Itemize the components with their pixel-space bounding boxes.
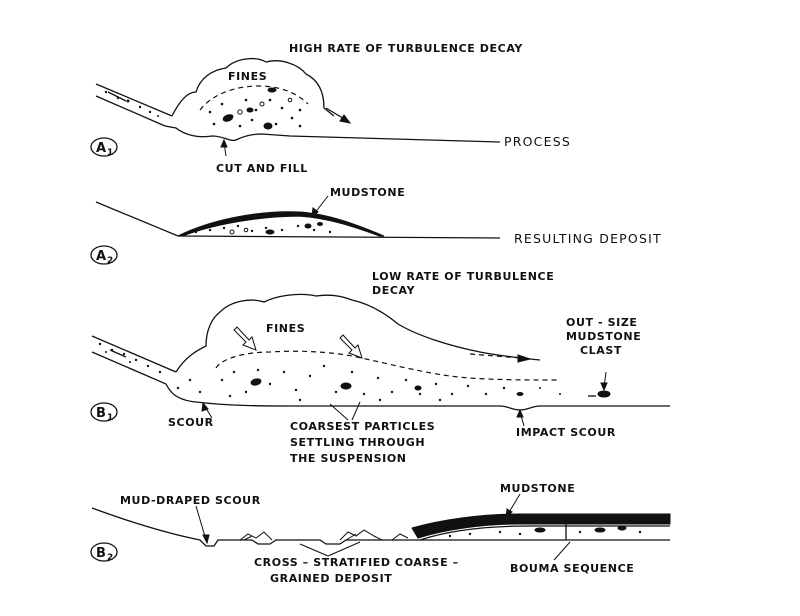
label-cross-1: CROSS – STRATIFIED COARSE – (254, 556, 459, 569)
svg-text:B: B (96, 406, 106, 421)
feeder-channel-a1 (95, 83, 173, 127)
outsize-clast (597, 390, 611, 398)
label-fines-b1: FINES (266, 322, 305, 335)
turbulent-cloud-a1 (171, 57, 335, 117)
feeder-channel-b1 (91, 335, 177, 385)
turbulent-cloud-b1 (175, 293, 541, 373)
svg-text:2: 2 (107, 553, 113, 563)
settling-arrow-1 (233, 326, 257, 351)
ground-line-b2 (91, 507, 670, 547)
panel-b1: LOW RATE OF TURBULENCE DECAY FINES OUT -… (90, 270, 670, 465)
label-coarsest-3: THE SUSPENSION (290, 452, 407, 465)
label-mudstone-b2: MUDSTONE (500, 482, 575, 495)
label-coarsest-1: COARSEST PARTICLES (290, 420, 435, 433)
suspended-particles-b1 (176, 364, 561, 402)
panel-a2: MUDSTONE RESULTING DEPOSIT A 2 (90, 186, 662, 266)
panel-marker-b2: B 2 (90, 542, 118, 563)
panel-a1: HIGH RATE OF TURBULENCE DECAY FINES PROC… (90, 42, 571, 175)
svg-text:1: 1 (107, 413, 113, 423)
mudstone-layer-b2 (411, 513, 671, 539)
panel-marker-a1: A 1 (90, 137, 118, 158)
bouma-lenses (448, 525, 642, 538)
panel-b2: MUD-DRAPED SCOUR MUDSTONE CROSS – STRATI… (90, 482, 671, 585)
label-high-rate: HIGH RATE OF TURBULENCE DECAY (289, 42, 523, 55)
panel-marker-a2: A 2 (90, 245, 118, 266)
label-mudstone-a2: MUDSTONE (330, 186, 405, 199)
svg-text:A: A (96, 249, 106, 264)
label-process: PROCESS (504, 134, 571, 149)
panel-marker-b1: B 1 (90, 402, 118, 423)
mudstone-layer-a2 (177, 211, 385, 237)
label-scour: SCOUR (168, 416, 214, 429)
cross-stratified-lenses (239, 529, 409, 541)
label-cross-2: GRAINED DEPOSIT (270, 572, 392, 585)
label-resulting-deposit: RESULTING DEPOSIT (514, 231, 662, 246)
label-outsize-3: CLAST (580, 344, 622, 357)
label-coarsest-2: SETTLING THROUGH (290, 436, 425, 449)
label-cut-and-fill: CUT AND FILL (216, 162, 308, 175)
deposit-particles-a2 (194, 222, 332, 235)
label-outsize-2: MUDSTONE (566, 330, 641, 343)
fines-boundary-b1 (215, 350, 561, 381)
fines-boundary-a1 (199, 85, 309, 111)
svg-text:2: 2 (107, 256, 113, 266)
label-mud-draped: MUD-DRAPED SCOUR (120, 494, 261, 507)
label-low-rate-1: LOW RATE OF TURBULENCE (372, 270, 554, 283)
svg-text:B: B (96, 546, 106, 561)
label-bouma: BOUMA SEQUENCE (510, 562, 634, 575)
label-outsize-1: OUT - SIZE (566, 316, 638, 329)
label-low-rate-2: DECAY (372, 284, 416, 297)
svg-text:1: 1 (107, 148, 113, 158)
settling-arrow-2 (339, 334, 363, 359)
label-fines-a1: FINES (228, 70, 267, 83)
svg-text:A: A (96, 141, 106, 156)
label-impact-scour: IMPACT SCOUR (516, 426, 616, 439)
suspended-particles-a1 (208, 87, 302, 130)
ground-line-a1 (164, 125, 501, 143)
ground-line-a2 (95, 201, 501, 239)
